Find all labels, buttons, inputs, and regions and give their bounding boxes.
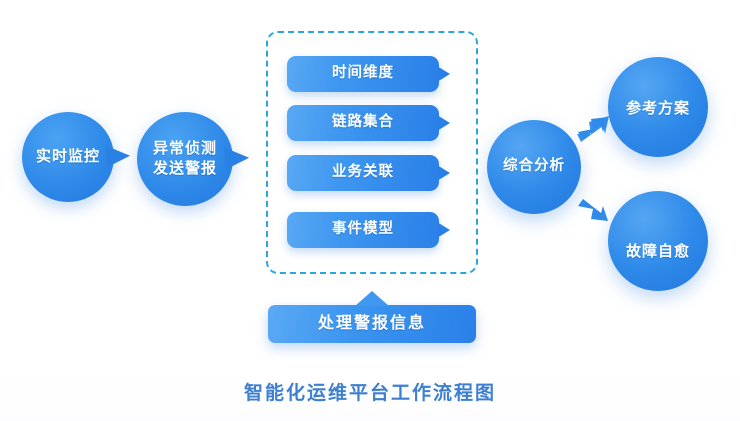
node-anomaly-detection-label: 异常侦测 发送警报 <box>153 139 217 180</box>
node-comprehensive-analysis-label: 综合分析 <box>503 158 565 175</box>
node-anomaly-detection-line1: 异常侦测 <box>152 139 217 157</box>
node-fault-self-healing-label: 故障自愈 <box>625 242 690 260</box>
node-reference-plan: 参考方案 <box>608 57 708 157</box>
node-business-correlation: 业务关联 <box>287 155 439 191</box>
node-link-aggregation: 链路集合 <box>287 105 439 141</box>
diagram-caption: 智能化运维平台工作流程图 <box>243 383 496 404</box>
node-fault-self-healing: 故障自愈 <box>608 191 708 291</box>
arrow-up-right-icon <box>577 116 609 142</box>
node-process-alert-information-label: 处理警报信息 <box>317 315 426 333</box>
node-time-dimension: 时间维度 <box>287 56 439 92</box>
node-anomaly-detection-line2: 发送警报 <box>152 160 217 177</box>
node-business-correlation-label: 业务关联 <box>332 164 394 181</box>
node-event-model-label: 事件模型 <box>332 221 394 238</box>
analysis-dimension-group <box>266 31 478 274</box>
arrow-down-right-icon <box>578 199 608 221</box>
node-realtime-monitoring: 实时监控 <box>22 112 114 202</box>
node-anomaly-detection: 异常侦测 发送警报 <box>137 112 233 206</box>
node-process-alert-information: 处理警报信息 <box>268 305 476 343</box>
node-realtime-monitoring-label: 实时监控 <box>35 147 100 165</box>
node-comprehensive-analysis: 综合分析 <box>487 120 581 214</box>
node-event-model: 事件模型 <box>287 212 439 248</box>
node-link-aggregation-label: 链路集合 <box>332 114 394 131</box>
node-time-dimension-label: 时间维度 <box>332 65 394 82</box>
node-reference-plan-label: 参考方案 <box>625 99 690 117</box>
